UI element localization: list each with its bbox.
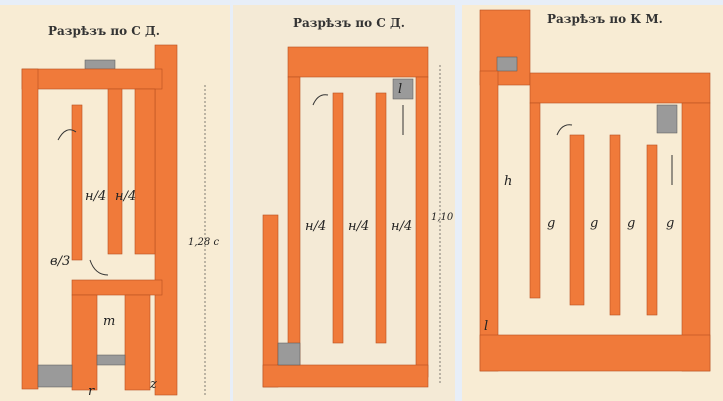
flow-arrow-icon — [89, 259, 109, 276]
flow-arrow-icon — [57, 129, 77, 141]
section-cd-left: Разрѣзъ по С Д. 1,28 с н/4 н/4 в/3 m r z — [0, 5, 230, 401]
section-title: Разрѣзъ по С Д. — [293, 16, 405, 30]
channel-label: в/3 — [50, 254, 70, 269]
channel-label: н/4 — [85, 189, 106, 204]
channel-label: h — [504, 174, 512, 189]
channel-label: g — [666, 216, 674, 231]
height-dimension: 1,10 с — [431, 212, 455, 223]
channel-label: н/4 — [305, 219, 326, 234]
section-km-right: Разрѣзъ по К М. h g g g g l — [462, 5, 723, 401]
ashpit-label: r — [88, 384, 95, 399]
section-title: Разрѣзъ по С Д. — [48, 24, 160, 38]
flow-arrow-icon — [556, 124, 573, 136]
flue-label: l — [398, 82, 402, 97]
channel-label: н/4 — [391, 219, 412, 234]
stove-section-drawing-3: Разрѣзъ по К М. h g g g g l — [479, 9, 711, 372]
section-cd-middle: Разрѣзъ по С Д. 1,10 с н/4 н/4 н/4 l — [233, 5, 455, 401]
valve-label: z — [149, 377, 157, 392]
channel-label: н/4 — [348, 219, 369, 234]
stove-section-drawing-2: Разрѣзъ по С Д. 1,10 с н/4 н/4 н/4 l — [262, 16, 455, 388]
channel-label: g — [547, 216, 555, 231]
flue-label: l — [484, 319, 488, 334]
firebox-label: m — [103, 314, 115, 329]
stove-section-drawing-1: Разрѣзъ по С Д. 1,28 с н/4 н/4 в/3 m r z — [21, 24, 219, 399]
channel-label: н/4 — [115, 189, 136, 204]
section-title: Разрѣзъ по К М. — [547, 12, 663, 26]
height-dimension: 1,28 с — [188, 237, 219, 248]
channel-label: g — [590, 216, 598, 231]
channel-label: g — [627, 216, 635, 231]
flow-arrow-icon — [312, 94, 329, 106]
